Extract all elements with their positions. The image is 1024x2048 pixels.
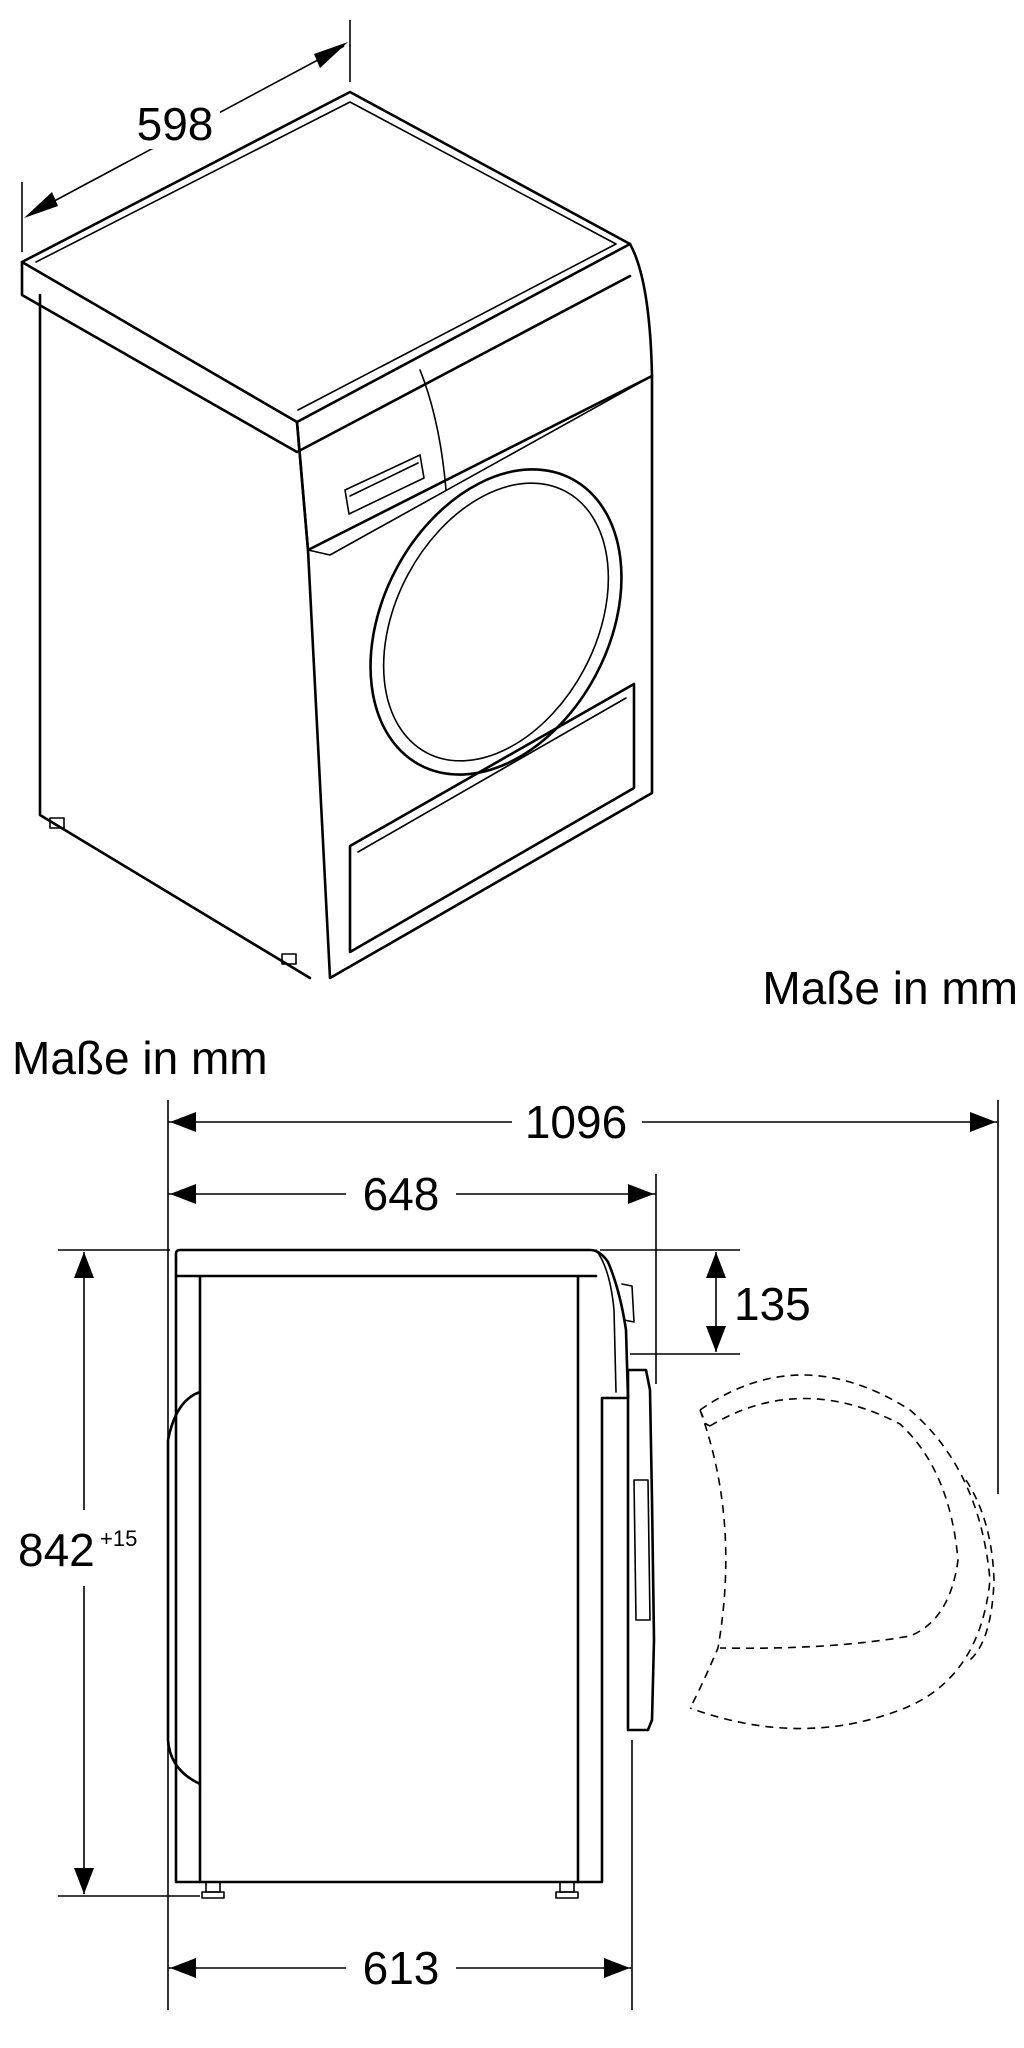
dim-135-arrow-top [706,1252,726,1278]
dim-648-arrow-left [170,1184,196,1204]
iso-door-outer [369,468,623,776]
dim-648-arrow-right [628,1184,654,1204]
dim-613-arrow-right [604,1958,630,1978]
iso-door-inner [382,482,610,762]
side-door-open-edge [689,1409,727,1709]
iso-foot-right [281,953,297,965]
iso-width-label: 598 [137,98,214,150]
side-foot-back [205,1881,221,1893]
iso-top-panel [20,90,632,424]
iso-width-arrow-right [314,42,348,68]
side-knob [621,1283,635,1323]
iso-control-panel-divider [419,369,447,491]
dim-135-label: 135 [734,1278,811,1330]
iso-kick-panel-inner [357,697,627,853]
dim-842-label: 842 [18,1524,95,1576]
iso-left-side [38,293,312,980]
side-units-label: Maße in mm [12,1032,268,1084]
iso-control-panel [295,374,654,552]
iso-top-edge [20,260,632,454]
side-door-open-inner [709,1397,959,1650]
dim-648-label: 648 [363,1168,440,1220]
iso-foot-left [49,817,65,829]
side-foot-back-pad [201,1891,225,1899]
dim-613-label: 613 [363,1942,440,1994]
side-door-open-outer [689,1374,991,1730]
dim-1096-arrow-left [170,1112,196,1132]
side-door [626,1368,656,1732]
dim-842-arrow-top [74,1252,94,1278]
iso-display-window-inner [349,462,419,497]
side-door-inner [633,1479,651,1621]
iso-units-label: Maße in mm [762,962,1018,1014]
side-top-plate [174,1248,630,1400]
dim-842-tolerance: +15 [100,1526,137,1551]
iso-width-arrow-left [24,192,58,218]
iso-width-label-bg [128,95,220,149]
side-top-plate-curve-inner [595,1249,617,1393]
side-body [174,1274,630,1884]
side-back-bulge [166,1390,202,1786]
side-foot-front-pad [555,1891,579,1899]
dim-842-arrow-bottom [74,1868,94,1894]
dim-613-arrow-left [170,1958,196,1978]
side-door-open-handle [965,1479,995,1661]
dim-1096-label: 1096 [525,1096,627,1148]
iso-mid-line [307,375,653,556]
dim-135-arrow-bottom [706,1326,726,1352]
side-foot-front [559,1881,575,1893]
iso-front-right-outline [295,242,654,980]
iso-top-panel-inner [35,101,617,411]
dim-1096-arrow-right [970,1112,996,1132]
iso-kick-panel [348,682,636,954]
isometric-view: 598 Maße in mm [20,20,1018,1014]
side-top-plate-bottom [174,1258,598,1278]
iso-display-window [344,454,425,515]
side-view: Maße in mm 1096 [12,1032,999,2010]
